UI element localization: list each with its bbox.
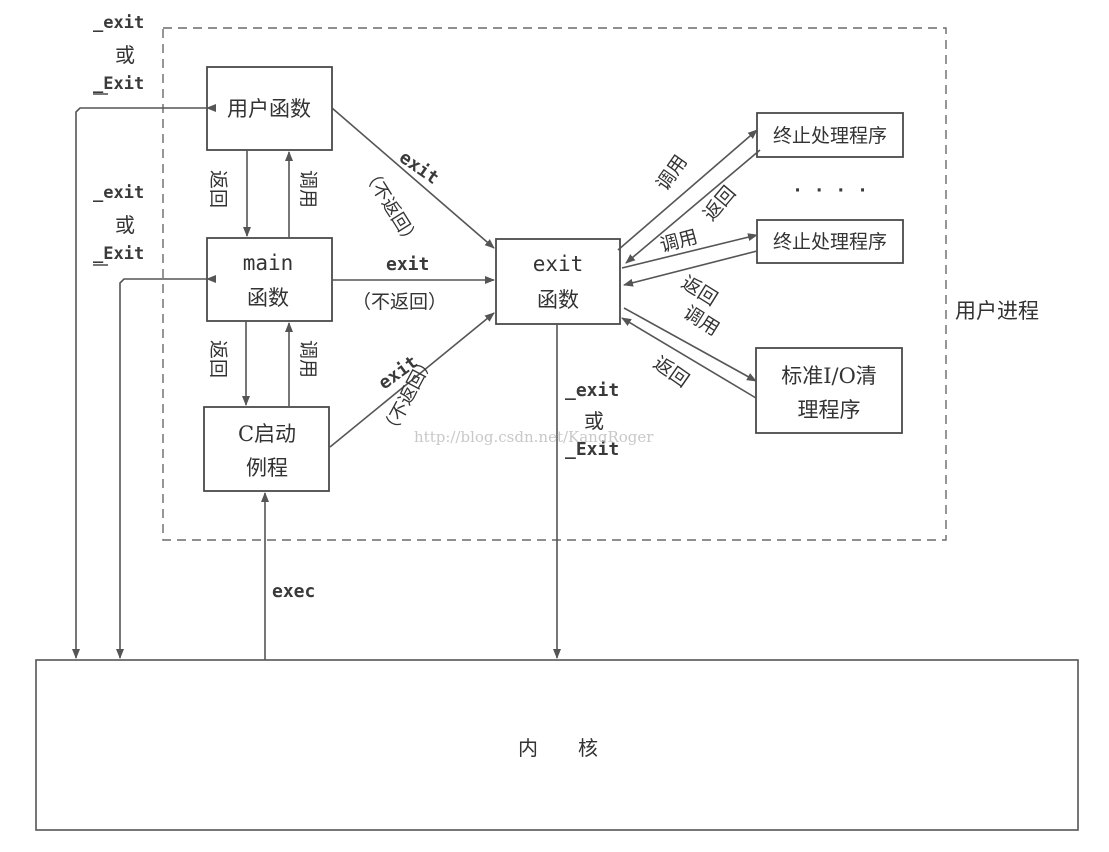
- _Exit-label-2: _Exit: [93, 244, 144, 264]
- main-function-label-2: 函数: [247, 286, 289, 310]
- return-label-5: 返回: [649, 352, 693, 392]
- main-_exit-arrow: [116, 275, 216, 659]
- exit-label-2: exit: [386, 254, 429, 275]
- return-label-1: 返回: [207, 170, 229, 208]
- exit-function-label-1: exit: [533, 252, 584, 276]
- exit-to-handler2-call-arrow: [621, 233, 758, 269]
- call-label-5: 调用: [679, 302, 723, 341]
- kernel-box: [35, 659, 1079, 831]
- exit-to-stdio-call-arrow: [623, 307, 757, 382]
- or-label-1: 或: [115, 43, 135, 67]
- main-function-label-1: main: [243, 251, 294, 275]
- stdio-cleanup-label-2: 理程序: [798, 398, 861, 422]
- _exit-label-2: _exit: [93, 183, 144, 203]
- stdio-cleanup-box: [755, 347, 903, 434]
- _Exit-label-3: _Exit: [565, 439, 619, 460]
- stdio-cleanup-label-1: 标准I/O清: [781, 364, 877, 388]
- return-label-3: 返回: [699, 182, 740, 225]
- stdio-to-exit-return-arrow: [621, 317, 757, 399]
- _exit-label-3: _exit: [565, 380, 619, 401]
- exit-handler-box-2: [756, 219, 904, 264]
- exit-to-handler1-call-arrow: [617, 129, 758, 251]
- user-process-label: 用户进程: [955, 299, 1039, 323]
- watermark: http://blog.csdn.net/KangRoger: [414, 428, 654, 446]
- or-label-3: 或: [584, 409, 604, 433]
- exit-function-label-2: 函数: [537, 288, 579, 312]
- exec-label: exec: [272, 581, 315, 602]
- exit-handlers-ellipsis: · · · ·: [792, 180, 868, 201]
- cstart-exit-arrow: [329, 312, 495, 448]
- exit-handler-label-2: 终止处理程序: [773, 231, 887, 253]
- or-label-2: 或: [115, 213, 135, 237]
- exit-function-box: [495, 238, 621, 325]
- _exit-label-1: _exit: [93, 13, 144, 33]
- no-return-label-2: （不返回）: [352, 291, 447, 313]
- call-label-2: 调用: [297, 340, 319, 378]
- handler1-to-exit-return-arrow: [625, 149, 761, 264]
- c-startup-label-2: 例程: [246, 456, 288, 480]
- call-label-3: 调用: [652, 151, 692, 195]
- handler2-to-exit-return-arrow: [623, 250, 758, 287]
- c-startup-label-1: C启动: [238, 422, 296, 446]
- _Exit-label-1: _Exit: [93, 74, 144, 94]
- return-label-2: 返回: [207, 340, 229, 378]
- user-func-exit-arrow: [331, 107, 495, 249]
- kernel-label: 内 核: [518, 736, 598, 760]
- return-label-4: 返回: [677, 272, 721, 311]
- user-function-label: 用户函数: [227, 97, 311, 121]
- exit-handler-label-1: 终止处理程序: [773, 125, 887, 147]
- user-func-_exit-arrow: [72, 104, 216, 659]
- call-label-1: 调用: [297, 170, 319, 208]
- user-function-box: [206, 66, 333, 151]
